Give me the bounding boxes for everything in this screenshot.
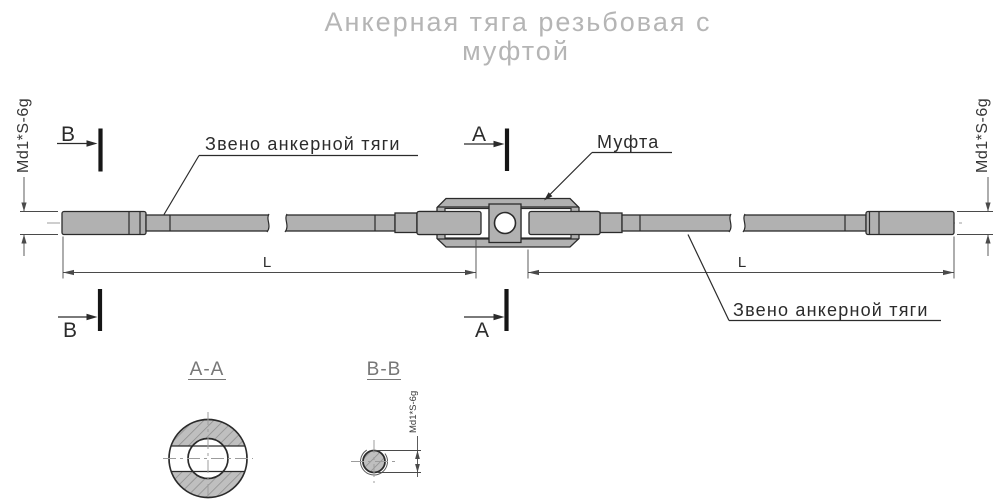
section-letter-a: А <box>475 319 489 342</box>
drawing-title: Анкерная тяга резьбовая с муфтой <box>325 7 712 66</box>
thread-dimension-left: Md1*S-6g <box>15 98 58 256</box>
arrow-right-icon <box>943 269 954 276</box>
arrow-left-icon <box>528 269 539 276</box>
section-arrow-icon <box>86 140 98 147</box>
thread-dimension-right: Md1*S-6g <box>957 98 993 256</box>
callout-leader <box>547 152 593 197</box>
coupling <box>416 197 601 248</box>
right-threaded-end <box>865 210 955 236</box>
callout-leader <box>163 155 200 215</box>
section-letter-b: В <box>61 123 75 146</box>
arrow-up-icon <box>415 450 420 459</box>
callout-right-link-label: Звено анкерной тяги <box>733 300 929 320</box>
arrow-down-icon <box>21 202 27 212</box>
callout-right-link: Звено анкерной тяги <box>687 234 941 322</box>
arrow-up-icon <box>985 234 991 244</box>
arrow-down-icon <box>415 464 420 473</box>
section-letter-a: А <box>472 123 486 146</box>
arrow-left-icon <box>63 269 74 276</box>
callout-leader <box>687 234 730 321</box>
length-dimension-right: L <box>527 236 955 279</box>
callout-left-link: Звено анкерной тяги <box>163 134 418 215</box>
thread-label-right: Md1*S-6g <box>974 98 991 173</box>
callout-coupling-label: Муфта <box>597 132 659 152</box>
title-line-2: муфтой <box>462 36 570 66</box>
section-marker-b-bottom: В <box>58 289 103 342</box>
callout-coupling: Муфта <box>544 132 672 201</box>
length-label-right: L <box>738 254 746 271</box>
coupling-ring-section <box>169 419 247 498</box>
section-marker-b-top: В <box>57 123 103 172</box>
left-rod-tip-overlay <box>416 210 482 236</box>
arrow-up-icon <box>21 234 27 244</box>
left-rod-break <box>266 213 288 233</box>
view-bb-title: В-В <box>367 359 402 380</box>
right-rod-step <box>599 212 623 234</box>
thread-label-bb: Md1*S-6g <box>408 391 419 433</box>
arrow-down-icon <box>985 202 991 212</box>
length-label-left: L <box>263 254 271 271</box>
section-view-bb: В-В Md1*S-6g <box>351 359 421 483</box>
view-aa-title: А-А <box>190 359 225 380</box>
section-arrow-icon <box>493 140 505 148</box>
section-letter-b: В <box>63 319 77 342</box>
thread-label-left: Md1*S-6g <box>15 98 32 173</box>
title-line-1: Анкерная тяга резьбовая с <box>325 7 712 37</box>
left-threaded-end <box>61 210 147 236</box>
leader-arrow-icon <box>544 192 553 201</box>
section-marker-a-bottom: А <box>464 289 509 342</box>
section-arrow-icon <box>86 313 98 321</box>
callout-left-link-label: Звено анкерной тяги <box>205 134 401 154</box>
length-dimension-left: L <box>62 236 477 279</box>
section-marker-a-top: А <box>464 123 510 171</box>
right-rod-break <box>728 213 746 233</box>
arrow-right-icon <box>465 269 476 276</box>
coupling-hole <box>493 211 517 235</box>
left-rod-step <box>394 212 418 234</box>
section-view-aa: А-А <box>163 359 253 501</box>
right-rod-tip-overlay <box>528 210 601 236</box>
section-arrow-icon <box>493 313 505 321</box>
